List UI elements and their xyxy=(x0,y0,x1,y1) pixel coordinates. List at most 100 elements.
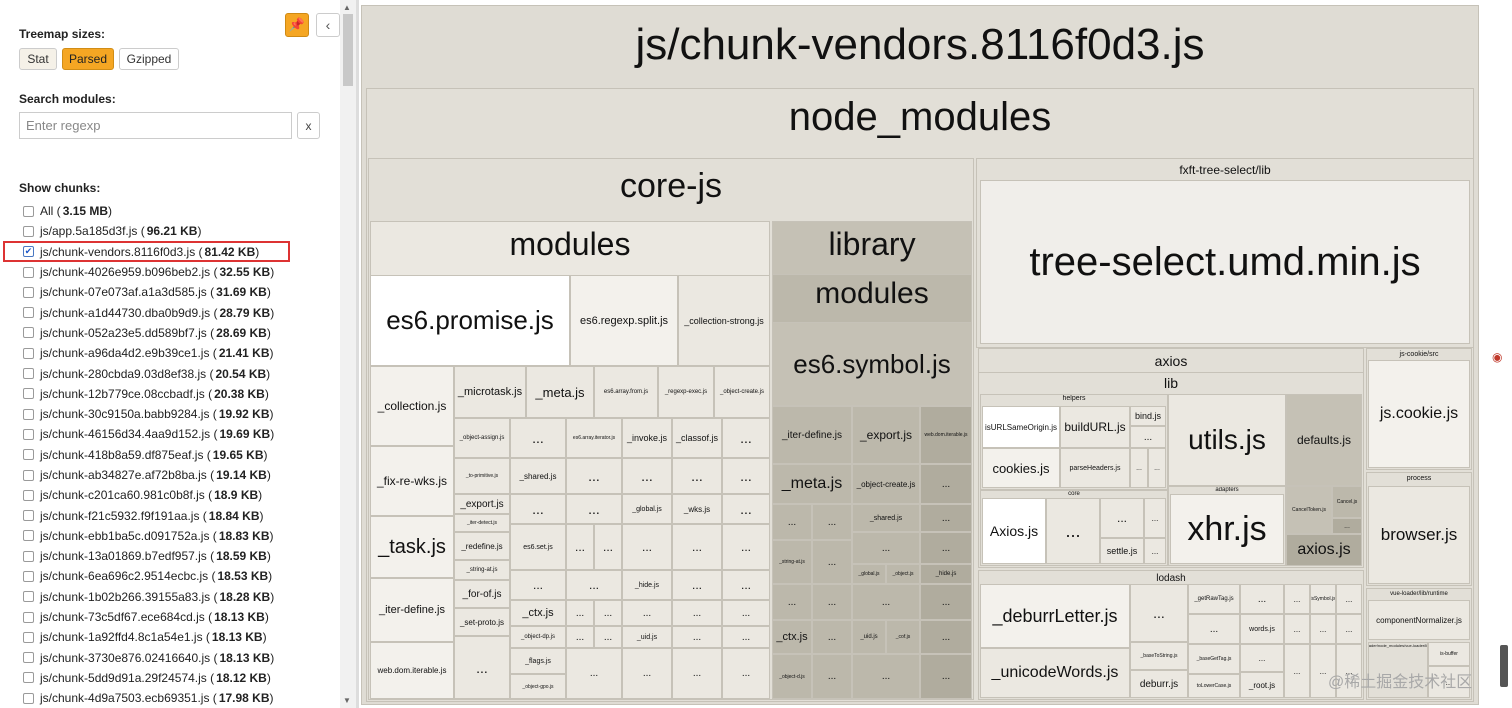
treemap-leaf-ellipsis[interactable]: ... xyxy=(812,620,852,654)
treemap-leaf-ellipsis[interactable]: ... xyxy=(622,458,672,494)
treemap-leaf-ellipsis[interactable]: ... xyxy=(1130,584,1188,642)
treemap-leaf-ellipsis[interactable]: ... xyxy=(672,626,722,648)
treemap-leaf-ellipsis[interactable]: ... xyxy=(852,654,920,699)
treemap-leaf-lib-web-dom-iterable[interactable]: web.dom.iterable.js xyxy=(920,406,972,464)
chunk-checkbox[interactable] xyxy=(23,408,34,420)
chunk-checkbox[interactable] xyxy=(23,672,34,684)
chunk-item[interactable]: js/chunk-6ea696c2.9514ecbc.js (18.53 KB) xyxy=(20,566,340,586)
treemap-leaf-tree-select-umd[interactable]: tree-select.umd.min.js xyxy=(980,180,1470,344)
treemap-leaf-utils[interactable]: utils.js xyxy=(1168,394,1286,486)
treemap-leaf-ellipsis[interactable]: ... xyxy=(672,648,722,699)
treemap-leaf-meta[interactable]: _meta.js xyxy=(526,366,594,418)
treemap-leaf-ellipsis[interactable]: ... xyxy=(672,570,722,600)
treemap-leaf-ellipsis[interactable]: ... xyxy=(920,504,972,532)
treemap-leaf-object-assign[interactable]: _object-assign.js xyxy=(454,418,510,458)
treemap-leaf-redefine[interactable]: _redefine.js xyxy=(454,532,510,560)
treemap-leaf-hide[interactable]: _hide.js xyxy=(622,570,672,600)
treemap-leaf-object-dp[interactable]: _object-dp.js xyxy=(510,626,566,648)
treemap-leaf-ellipsis[interactable]: ... xyxy=(772,584,812,620)
treemap-leaf-web-dom-iterable[interactable]: web.dom.iterable.js xyxy=(370,642,454,699)
treemap-leaf-bind[interactable]: bind.js xyxy=(1130,406,1166,426)
clear-search-button[interactable]: x xyxy=(297,112,320,139)
chunk-checkbox[interactable] xyxy=(23,307,34,319)
treemap-leaf-es6-promise[interactable]: es6.promise.js xyxy=(370,275,570,366)
page-scrollbar-thumb[interactable] xyxy=(1500,645,1508,687)
chunk-item[interactable]: js/chunk-a1d44730.dba0b9d9.js (28.79 KB) xyxy=(20,302,340,322)
treemap-leaf-ellipsis[interactable]: ... xyxy=(722,600,770,626)
chunk-checkbox[interactable] xyxy=(23,489,34,501)
treemap-leaf-array-iterator[interactable]: es6.array.iterator.js xyxy=(566,418,622,458)
chunk-item[interactable]: js/chunk-5dd9d91a.29f24574.js (18.12 KB) xyxy=(20,668,340,688)
treemap-leaf-ellipsis[interactable]: ... xyxy=(594,524,622,570)
treemap-leaf-set-proto[interactable]: _set-proto.js xyxy=(454,608,510,636)
treemap-leaf-lib-global[interactable]: _global.js xyxy=(852,564,886,584)
sidebar-scrollbar[interactable] xyxy=(340,0,356,708)
treemap-leaf-export[interactable]: _export.js xyxy=(454,494,510,514)
chunk-checkbox[interactable] xyxy=(23,205,34,217)
treemap-leaf-is-url-same-origin[interactable]: isURLSameOrigin.js xyxy=(982,406,1060,448)
treemap-leaf-ellipsis[interactable]: ... xyxy=(1284,584,1310,614)
search-input[interactable] xyxy=(19,112,292,139)
chunk-item[interactable]: js/chunk-1a92ffd4.8c1a54e1.js (18.13 KB) xyxy=(20,627,340,647)
treemap-leaf-ellipsis[interactable]: ... xyxy=(622,524,672,570)
treemap-leaf-deburr[interactable]: deburr.js xyxy=(1130,670,1188,698)
treemap-leaf-ellipsis[interactable]: ... xyxy=(1130,426,1166,448)
chunk-item[interactable]: js/chunk-f21c5932.f9f191aa.js (18.84 KB) xyxy=(20,505,340,525)
treemap-leaf-ellipsis[interactable]: ... xyxy=(622,648,672,699)
treemap-leaf-ellipsis[interactable]: ... xyxy=(566,626,594,648)
treemap-leaf-ellipsis[interactable]: ... xyxy=(510,570,566,600)
treemap-leaf-ellipsis[interactable]: ... xyxy=(1046,498,1100,564)
treemap-leaf-es6-symbol[interactable]: es6.symbol.js xyxy=(772,322,972,406)
chunk-item[interactable]: js/app.5a185d3f.js (96.21 KB) xyxy=(20,221,340,241)
treemap-leaf-axios-main[interactable]: axios.js xyxy=(1286,534,1362,566)
chunk-item[interactable]: js/chunk-280cbda9.03d8ef38.js (20.54 KB) xyxy=(20,363,340,383)
treemap-leaf-ellipsis[interactable]: ... xyxy=(1144,538,1166,564)
treemap-leaf-ellipsis[interactable]: ... xyxy=(920,532,972,564)
treemap-leaf-get-raw-tag[interactable]: _getRawTag.js xyxy=(1188,584,1240,614)
treemap-leaf-ellipsis[interactable]: ... xyxy=(1336,614,1362,644)
chunk-checkbox[interactable] xyxy=(23,591,34,603)
treemap-leaf-ellipsis[interactable]: ... xyxy=(1188,614,1240,644)
treemap-leaf-ellipsis[interactable]: ... xyxy=(1428,666,1470,698)
sidebar-divider[interactable] xyxy=(356,0,359,708)
treemap-leaf-ellipsis[interactable]: ... xyxy=(1310,644,1336,698)
treemap-leaf-ellipsis[interactable]: ... xyxy=(1284,644,1310,698)
chunk-item[interactable]: js/chunk-ab34827e.af72b8ba.js (19.14 KB) xyxy=(20,465,340,485)
treemap-leaf-ellipsis[interactable]: ... xyxy=(566,458,622,494)
treemap-leaf-collection-strong[interactable]: _collection-strong.js xyxy=(678,275,770,366)
treemap-leaf-unicode-words[interactable]: _unicodeWords.js xyxy=(980,648,1130,698)
chunk-item[interactable]: js/chunk-1b02b266.39155a83.js (18.28 KB) xyxy=(20,587,340,607)
treemap-leaf-base-to-string[interactable]: _baseToString.js xyxy=(1130,642,1188,670)
chunk-item[interactable]: js/chunk-3730e876.02416640.js (18.13 KB) xyxy=(20,648,340,668)
treemap-leaf-ellipsis[interactable]: ... xyxy=(812,584,852,620)
sidebar-scrollbar-thumb[interactable] xyxy=(343,14,353,86)
treemap-leaf-ellipsis[interactable]: ... xyxy=(772,504,812,540)
treemap-leaf-deburr-letter[interactable]: _deburrLetter.js xyxy=(980,584,1130,648)
chunk-item[interactable]: js/chunk-12b779ce.08ccbadf.js (20.38 KB) xyxy=(20,384,340,404)
treemap-leaf-js-cookie[interactable]: js.cookie.js xyxy=(1368,360,1470,468)
treemap-leaf-lib-object-d[interactable]: _object-d.js xyxy=(772,654,812,699)
chunk-checkbox[interactable] xyxy=(23,388,34,400)
chunk-checkbox[interactable] xyxy=(23,631,34,643)
treemap-leaf-parse-headers[interactable]: parseHeaders.js xyxy=(1060,448,1130,488)
treemap-leaf-ellipsis[interactable]: ... xyxy=(1100,498,1144,538)
chunk-checkbox[interactable] xyxy=(23,570,34,582)
gzipped-button[interactable]: Gzipped xyxy=(119,48,179,70)
treemap-leaf-ellipsis[interactable]: ... xyxy=(920,654,972,699)
treemap-leaf-ellipsis[interactable]: ... xyxy=(672,524,722,570)
chunk-checkbox[interactable] xyxy=(23,368,34,380)
treemap-leaf-ellipsis[interactable]: ... xyxy=(812,504,852,540)
chunk-checkbox[interactable] xyxy=(23,550,34,562)
chunk-checkbox[interactable]: ✔ xyxy=(23,246,34,258)
treemap-leaf-for-of[interactable]: _for-of.js xyxy=(454,580,510,608)
treemap-leaf-root[interactable]: _root.js xyxy=(1240,672,1284,698)
chunk-checkbox[interactable] xyxy=(23,692,34,704)
treemap-leaf-ellipsis[interactable]: ... xyxy=(672,458,722,494)
chunk-checkbox[interactable] xyxy=(23,469,34,481)
chunk-checkbox[interactable] xyxy=(23,449,34,461)
treemap-leaf-lib-meta[interactable]: _meta.js xyxy=(772,464,852,504)
treemap-leaf-collection[interactable]: _collection.js xyxy=(370,366,454,446)
chunk-item[interactable]: js/chunk-4d9a7503.ecb69351.js (17.98 KB) xyxy=(20,688,340,708)
treemap-leaf-to-lower-case[interactable]: toLowerCase.js xyxy=(1188,674,1240,698)
treemap-leaf-es6-set[interactable]: es6.set.js xyxy=(510,524,566,570)
